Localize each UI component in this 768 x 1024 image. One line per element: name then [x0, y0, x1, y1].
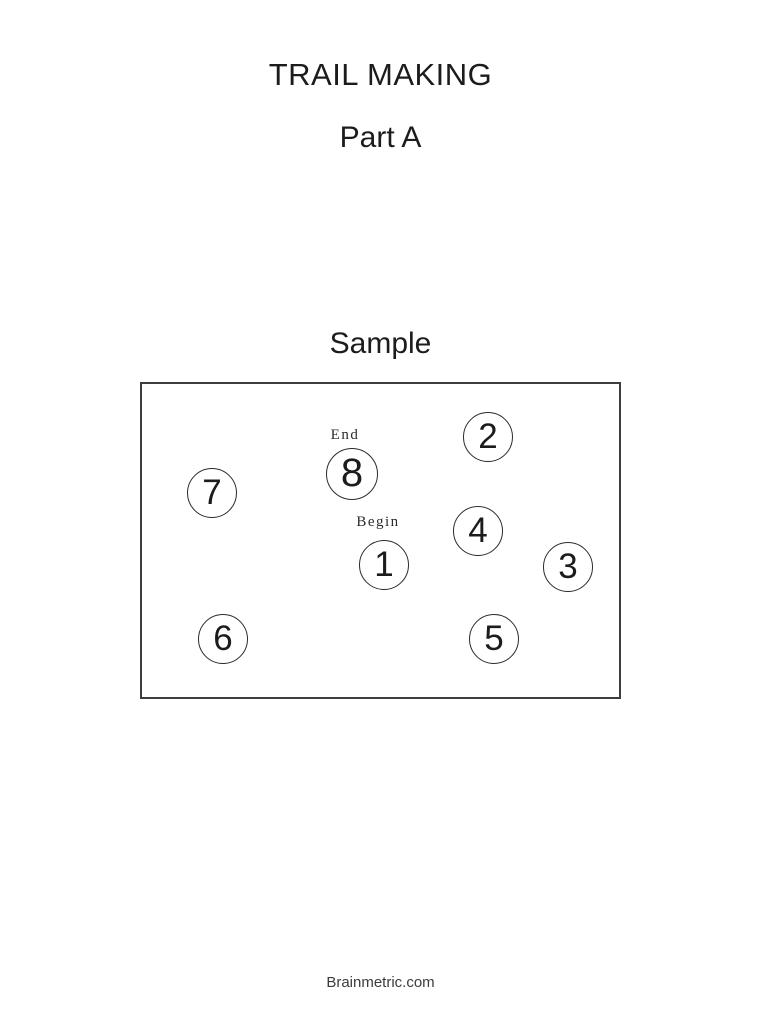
circle-number: 5: [484, 618, 504, 658]
sample-box: End Begin 1 2 3 4 5 6 7 8: [140, 382, 621, 699]
circle-number: 4: [468, 510, 488, 550]
circle-number: 8: [340, 451, 364, 495]
begin-label: Begin: [356, 514, 400, 530]
circle-number: 1: [374, 544, 394, 584]
trail-circle-1: 1: [359, 540, 409, 590]
sample-section-heading: Sample: [329, 327, 432, 360]
circle-number: 7: [202, 472, 222, 512]
trail-circle-3: 3: [543, 542, 593, 592]
trail-circle-6: 6: [198, 614, 248, 664]
document-subtitle: Part A: [339, 121, 422, 154]
document-title: TRAIL MAKING: [268, 57, 493, 92]
circle-number: 6: [213, 618, 233, 658]
trail-circle-2: 2: [463, 412, 513, 462]
trail-circle-4: 4: [453, 506, 503, 556]
circle-number: 2: [478, 416, 498, 456]
trail-circle-7: 7: [187, 468, 237, 518]
trail-circle-5: 5: [469, 614, 519, 664]
circle-number: 3: [558, 546, 578, 586]
footer-site-name: Brainmetric.com: [326, 974, 435, 991]
end-label: End: [330, 427, 360, 443]
trail-circle-8: 8: [326, 448, 378, 500]
